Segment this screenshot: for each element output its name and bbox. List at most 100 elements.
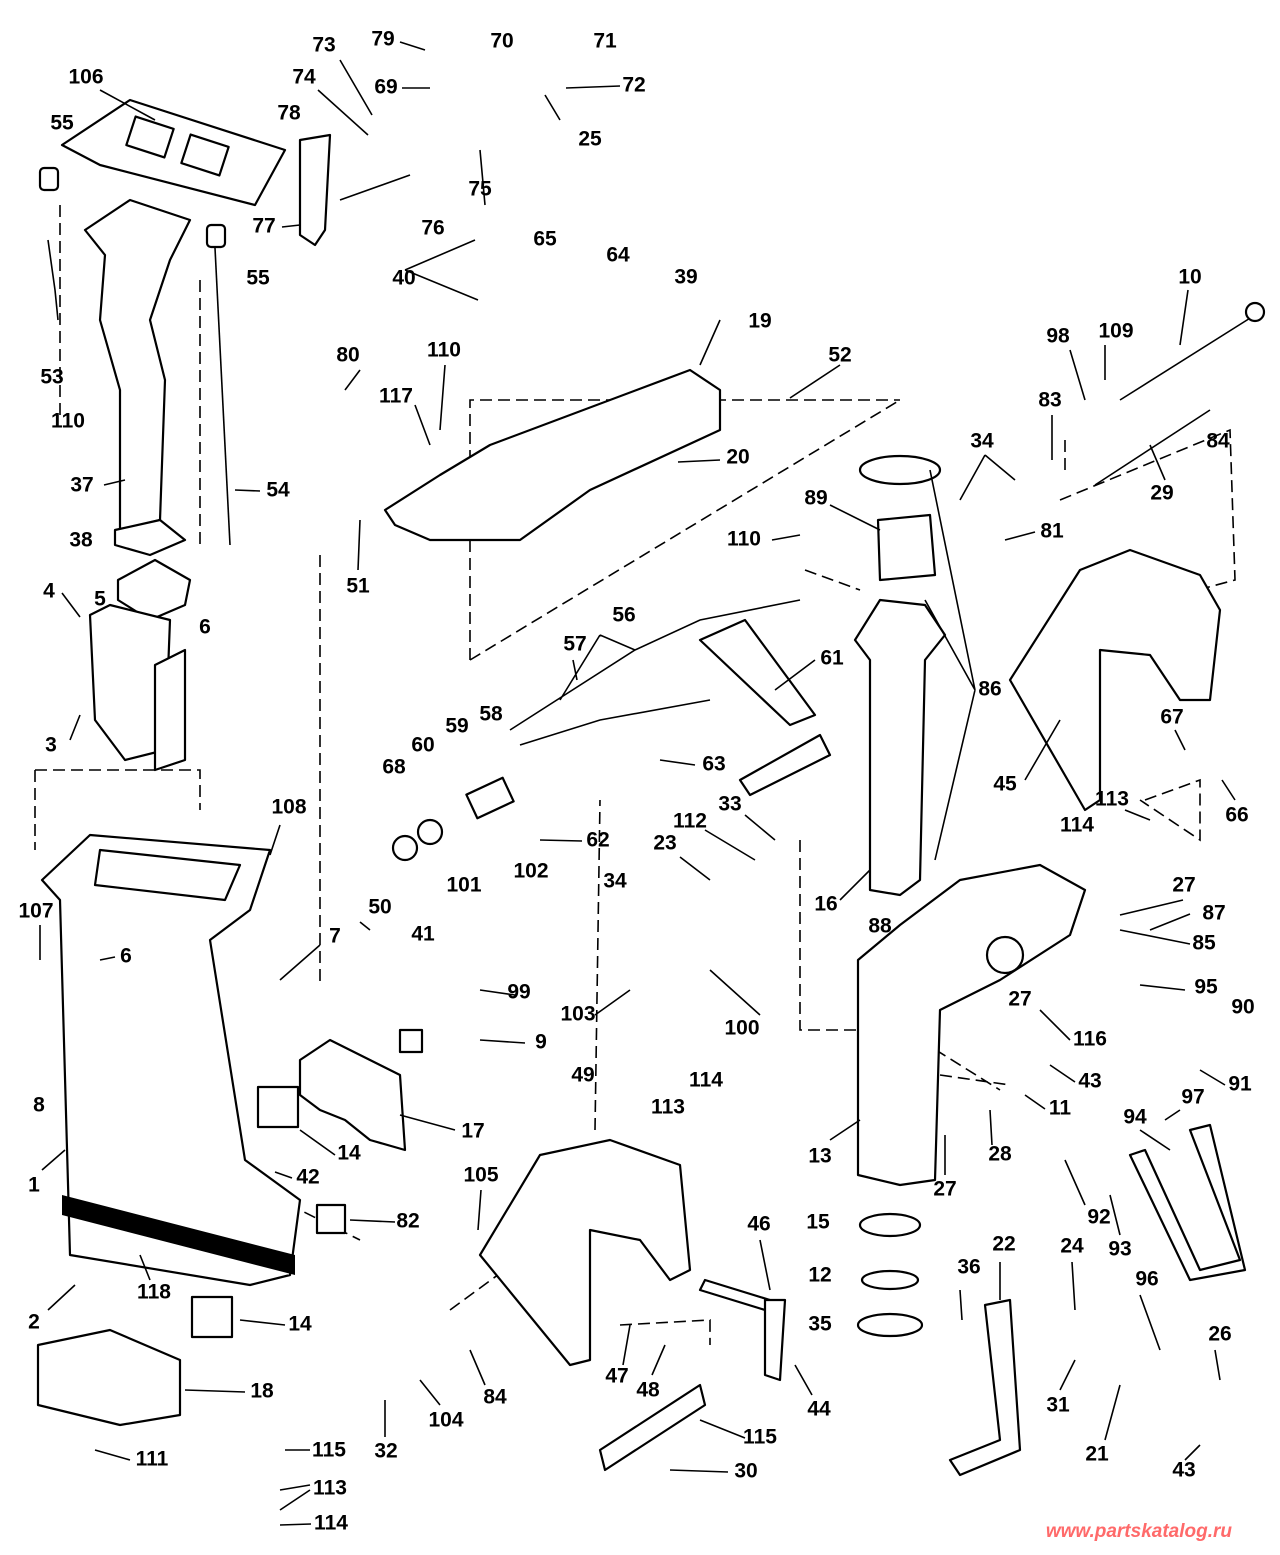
- grommet-55: [38, 166, 227, 249]
- callout-label: 27: [1172, 874, 1195, 897]
- callout-label: 108: [271, 796, 306, 819]
- callout-label: 1: [28, 1174, 40, 1197]
- callout-label: 18: [250, 1380, 274, 1403]
- callout-label: 6: [120, 945, 132, 968]
- seal-38: [116, 558, 192, 622]
- callout-label: 93: [1108, 1238, 1131, 1261]
- callout-label: 54: [266, 479, 290, 502]
- callout-label: 113: [313, 1477, 347, 1500]
- callout-label: 75: [468, 178, 492, 201]
- callout-label: 109: [1098, 320, 1133, 343]
- callout-label: 27: [1008, 988, 1031, 1011]
- callout-label: 42: [296, 1166, 319, 1189]
- callout-label: 23: [653, 832, 676, 855]
- callout-label: 95: [1194, 976, 1218, 999]
- callout-label: 87: [1202, 902, 1225, 925]
- callout-label: 67: [1160, 706, 1183, 729]
- leader-lines: [39, 41, 1236, 1526]
- callout-label: 114: [314, 1512, 348, 1535]
- callout-label: 31: [1046, 1394, 1070, 1417]
- callout-label: 46: [747, 1213, 770, 1236]
- callout-label: 34: [603, 870, 627, 893]
- callout-label: 26: [1208, 1323, 1231, 1346]
- callout-label: 8: [33, 1094, 45, 1117]
- callout-label: 14: [288, 1313, 312, 1336]
- callout-label: 7: [329, 925, 341, 948]
- callout-label: 112: [673, 810, 707, 833]
- callout-label: 52: [828, 344, 851, 367]
- callout-label: 102: [513, 860, 548, 883]
- callout-label: 72: [622, 74, 645, 97]
- callout-label: 20: [726, 446, 749, 469]
- callout-label: 39: [674, 266, 697, 289]
- callout-label: 98: [1046, 325, 1070, 348]
- callout-label: 82: [396, 1210, 419, 1233]
- callout-label: 63: [702, 753, 725, 776]
- callout-label: 97: [1181, 1086, 1204, 1109]
- callout-label: 14: [337, 1142, 361, 1165]
- callout-label: 110: [727, 528, 761, 551]
- callout-label: 17: [461, 1120, 484, 1143]
- callout-label: 15: [806, 1211, 830, 1234]
- callout-label: 84: [1206, 430, 1230, 453]
- callout-label: 33: [718, 793, 741, 816]
- callout-label: 19: [748, 310, 771, 333]
- callout-label: 94: [1123, 1106, 1147, 1129]
- callout-label: 107: [18, 900, 53, 923]
- callout-label: 80: [336, 344, 359, 367]
- callout-label: 69: [374, 76, 397, 99]
- callout-label: 78: [277, 102, 301, 125]
- callout-label: 41: [411, 923, 435, 946]
- callout-label: 9: [535, 1031, 547, 1054]
- callout-label: 48: [636, 1379, 660, 1402]
- callout-label: 118: [137, 1281, 171, 1304]
- callout-label: 59: [445, 715, 468, 738]
- callout-label: 113: [651, 1096, 685, 1119]
- callout-label: 92: [1087, 1206, 1110, 1229]
- callout-label: 2: [28, 1311, 40, 1334]
- callout-label: 62: [586, 829, 609, 852]
- callout-label: 104: [428, 1409, 463, 1432]
- callout-label: 45: [993, 773, 1017, 796]
- callout-label: 114: [1060, 814, 1094, 837]
- callout-label: 5: [94, 588, 106, 611]
- callout-label: 83: [1038, 389, 1061, 412]
- steering-arm-19: [383, 368, 722, 542]
- callout-label: 35: [808, 1313, 832, 1336]
- callout-label: 96: [1135, 1268, 1158, 1291]
- callout-label: 85: [1192, 932, 1216, 955]
- callout-label: 73: [312, 34, 335, 57]
- callout-label: 36: [957, 1256, 980, 1279]
- callout-label: 65: [533, 228, 557, 251]
- friction-screw-46: [698, 1278, 787, 1382]
- callout-label: 76: [421, 217, 444, 240]
- callout-label: 4: [43, 580, 55, 603]
- callout-label: 101: [446, 874, 481, 897]
- callout-label: 16: [814, 893, 837, 916]
- callout-label: 91: [1228, 1073, 1252, 1096]
- stern-bracket-45: [1008, 548, 1222, 812]
- callout-label: 21: [1085, 1443, 1109, 1466]
- callout-label: 40: [392, 267, 415, 290]
- mount-bracket-17: [298, 1038, 407, 1152]
- callout-label: 105: [463, 1164, 498, 1187]
- swivel-bracket-13: [856, 863, 1087, 1187]
- callout-label: 113: [1095, 788, 1129, 811]
- callout-label: 86: [978, 678, 1001, 701]
- callout-label: 100: [724, 1017, 759, 1040]
- callout-label: 34: [970, 430, 994, 453]
- callout-label: 114: [689, 1069, 723, 1092]
- callout-label: 11: [1049, 1097, 1072, 1120]
- callout-label: 38: [69, 529, 93, 552]
- callout-label: 30: [734, 1460, 757, 1483]
- throttle-grip-61-and-cable-56: [509, 599, 832, 797]
- callout-label: 79: [371, 28, 394, 51]
- callout-label: 71: [593, 30, 617, 53]
- callout-label: 66: [1225, 804, 1248, 827]
- callout-label: 51: [346, 575, 370, 598]
- callout-label: 55: [246, 267, 270, 290]
- lower-mount-cover-18: [36, 1328, 182, 1427]
- tiller-handle-77: [298, 133, 411, 247]
- callout-label: 60: [411, 734, 434, 757]
